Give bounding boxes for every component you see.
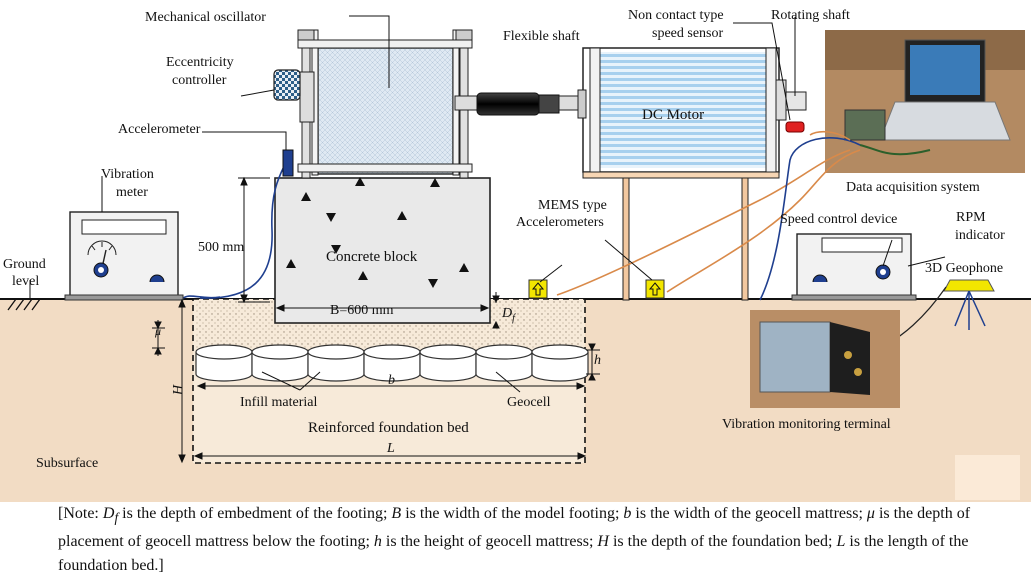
- label-b: b: [388, 373, 395, 388]
- label-eccentricity-line1: Eccentricity: [166, 55, 234, 70]
- label-mems-line1: MEMS type: [538, 198, 607, 213]
- label-eccentricity-line2: controller: [172, 73, 227, 88]
- note-b-text: is the width of the geocell mattress;: [631, 505, 867, 522]
- speed-control-device: [791, 233, 917, 301]
- leader-lines: [29, 15, 946, 393]
- geophone-icon: [867, 279, 995, 351]
- note-B-symbol: B: [391, 505, 402, 522]
- accelerometer-icon: [282, 149, 294, 177]
- diagram-canvas: Mechanical oscillator Flexible shaft Non…: [0, 8, 1031, 502]
- label-mu: μ: [154, 324, 161, 338]
- concrete-block: [274, 177, 491, 324]
- eccentricity-controller: [273, 69, 301, 101]
- label-infill: Infill material: [240, 395, 317, 410]
- label-df: Df: [501, 306, 516, 324]
- note-H-symbol: H: [597, 533, 609, 551]
- label-flexible-shaft: Flexible shaft: [503, 29, 580, 44]
- note-mu-symbol: μ: [866, 505, 875, 522]
- label-geocell: Geocell: [507, 395, 551, 410]
- experimental-setup-diagram: Mechanical oscillator Flexible shaft Non…: [0, 8, 1031, 502]
- label-speed-sensor-line1: Non contact type: [628, 8, 724, 23]
- label-speed-control: Speed control device: [780, 212, 897, 227]
- dc-motor: [577, 47, 807, 301]
- label-dc-motor: DC Motor: [642, 107, 704, 123]
- label-accelerometer: Accelerometer: [118, 122, 201, 137]
- label-concrete-block: Concrete block: [326, 249, 418, 265]
- flexible-shaft: [454, 92, 580, 116]
- vibration-terminal-photo: [750, 310, 900, 408]
- note-mu-text: is the depth of placement of geocell mat…: [58, 505, 971, 551]
- label-speed-sensor-line2: speed sensor: [652, 26, 723, 41]
- ground-hatch-icon: [7, 298, 46, 311]
- label-dim-500: 500 mm: [198, 240, 244, 255]
- label-dim-B: B=600 mm: [330, 303, 394, 318]
- label-L: L: [386, 441, 395, 456]
- label-subsurface: Subsurface: [36, 456, 98, 471]
- note-H-text: is the depth of the foundation bed;: [608, 533, 837, 551]
- label-data-acquisition: Data acquisition system: [846, 180, 980, 195]
- soil-patch: [955, 455, 1020, 500]
- label-vibration-terminal: Vibration monitoring terminal: [722, 417, 891, 432]
- vibration-meter: [64, 211, 184, 301]
- label-foundation-bed: Reinforced foundation bed: [308, 420, 469, 436]
- label-h: h: [594, 353, 601, 368]
- label-rpm-line2: indicator: [955, 228, 1005, 243]
- note-h-text: is the height of geocell mattress;: [381, 533, 598, 551]
- label-ground-line2: level: [12, 274, 39, 289]
- mechanical-oscillator: [297, 29, 473, 179]
- speed-sensor-icon: [785, 121, 805, 133]
- label-vibration-meter-line1: Vibration: [101, 167, 154, 182]
- label-mems-line2: Accelerometers: [516, 215, 604, 230]
- mems-accelerometer-icon: [528, 279, 665, 299]
- note-L-symbol: L: [836, 533, 846, 551]
- note-b-symbol: b: [623, 505, 632, 522]
- label-rpm-line1: RPM: [956, 210, 986, 225]
- note-L-text: is the length of the foundation bed.]: [58, 533, 969, 575]
- label-mechanical-oscillator: Mechanical oscillator: [145, 10, 266, 25]
- data-acquisition-photo: [825, 30, 1025, 173]
- note-df-symbol: D: [102, 505, 115, 522]
- concrete-block-markers: [286, 177, 469, 288]
- label-H: H: [171, 384, 186, 396]
- note-df-text: is the depth of embedment of the footing…: [118, 505, 392, 522]
- dimension-lines: [152, 176, 600, 464]
- note-h-symbol: h: [373, 533, 382, 551]
- label-geophone: 3D Geophone: [925, 261, 1003, 276]
- note-df-subscript: f: [114, 510, 119, 526]
- note-B-text: is the width of the model footing;: [401, 505, 624, 522]
- figure-note: [Note: Df is the depth of embedment of t…: [58, 502, 1008, 578]
- label-rotating-shaft: Rotating shaft: [771, 8, 850, 23]
- label-ground-line1: Ground: [3, 257, 46, 272]
- geocell-mattress: [195, 344, 589, 382]
- note-open: [Note:: [58, 505, 103, 522]
- label-vibration-meter-line2: meter: [116, 185, 148, 200]
